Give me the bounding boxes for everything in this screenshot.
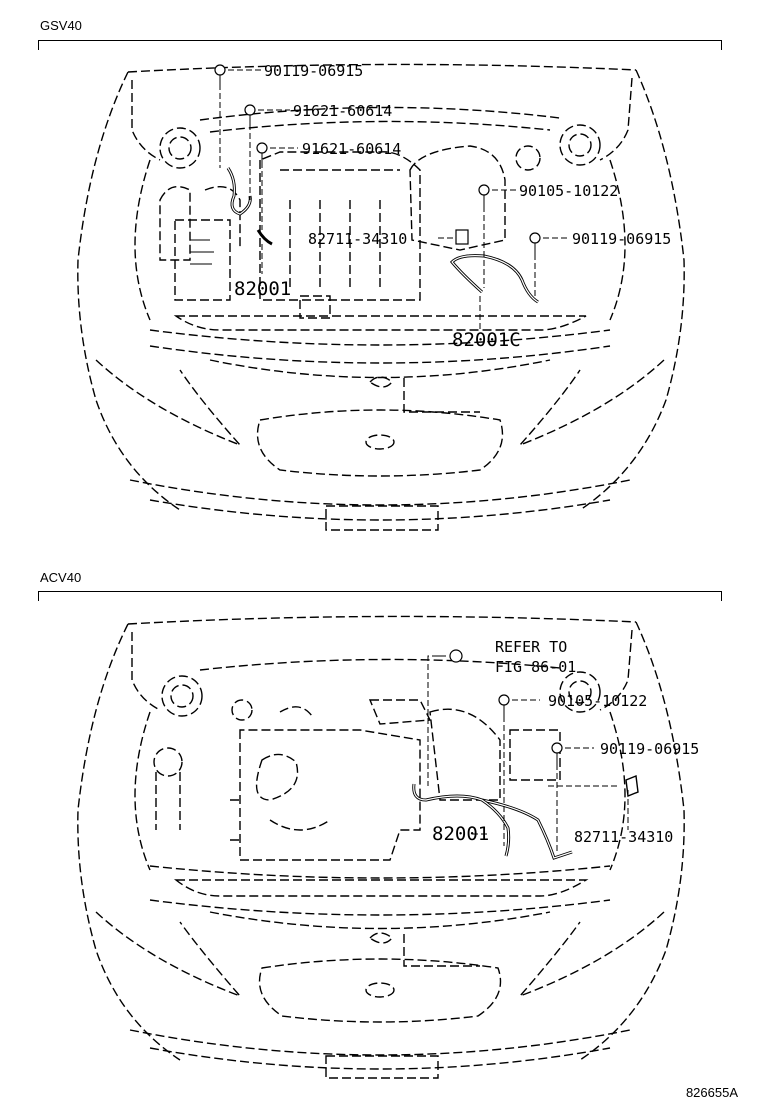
part-number-label: 90119-06915 [264,62,363,80]
part-number-label: 90105-10122 [548,692,647,710]
part-number-label: 82001C [452,329,521,351]
part-number-label: 90119-06915 [572,230,671,248]
part-number-label: 82711-34310 [308,230,407,248]
bolt-icon [478,184,490,206]
part-number-label: 82001 [432,823,489,845]
bolt-icon [498,694,510,716]
reference-label: FIG 86-01 [495,658,576,676]
section-frame-top-acv40 [38,591,722,592]
part-number-label: 90105-10122 [519,182,618,200]
acv40-wiring-harness [412,775,639,860]
gsv40-bolts [214,64,541,254]
bolt-icon [256,142,268,162]
acv40-engine-bay-drawing [77,615,685,1079]
section-label-gsv40: GSV40 [40,18,82,33]
section-label-acv40: ACV40 [40,570,82,585]
section-frame-tick-left-acv40 [38,591,39,601]
bolt-icon [214,64,226,84]
acv40-part-labels: REFER TO FIG 86-01 90105-10122 90119-069… [432,638,699,846]
section-frame-tick-right-gsv40 [721,40,722,50]
section-frame-tick-right-acv40 [721,591,722,601]
part-number-label: 90119-06915 [600,740,699,758]
acv40-leaders [427,655,629,852]
reference-label: REFER TO [495,638,567,656]
part-number-label: 91621-60614 [302,140,401,158]
part-number-label: 82711-34310 [574,828,673,846]
part-number-label: 91621-60614 [293,102,392,120]
bolt-icon [244,104,256,124]
part-number-label: 82001 [234,278,291,300]
bolt-icon [551,742,563,764]
acv40-bolts [438,649,563,764]
gsv40-engine-bay-drawing [77,63,685,531]
gsv40-leaders [219,69,568,330]
gsv40-part-labels: 90119-06915 91621-60614 91621-60614 9010… [234,62,671,351]
figure-code: 826655A [685,1085,738,1100]
section-frame-tick-left-gsv40 [38,40,39,50]
section-frame-top-gsv40 [38,40,722,41]
bolt-icon [438,649,463,663]
bolt-icon [529,232,541,254]
